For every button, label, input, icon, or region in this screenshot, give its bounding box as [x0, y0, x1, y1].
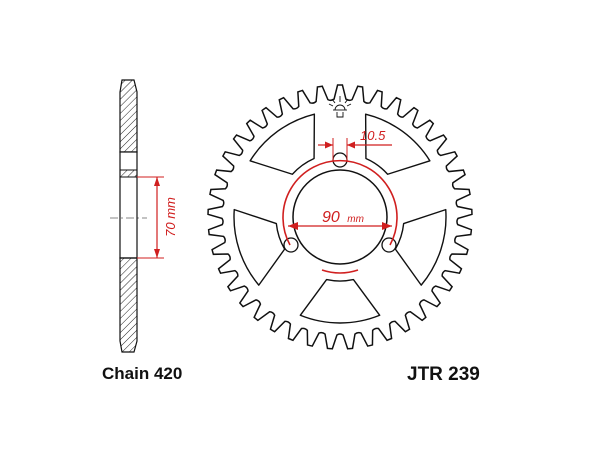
profile-hub-upper-band: [119, 169, 138, 178]
cutout-window-5: [233, 208, 286, 286]
cutout-window-1: [249, 113, 316, 175]
part-number-label: JTR 239: [407, 364, 480, 385]
profile-bottom-section: [119, 257, 138, 353]
profile-top-section: [119, 79, 138, 153]
right-bolt-hole: [381, 237, 397, 253]
lightening-cutouts: [233, 113, 447, 324]
hub-offset-label: 70 mm: [163, 197, 178, 237]
bolt-circle-label: 90 mm: [322, 209, 364, 226]
cutout-window-4: [299, 278, 381, 324]
profile-hub-section: [119, 151, 138, 259]
left-bolt-hole: [283, 237, 299, 253]
hub-offset-dimension: 70 mm: [137, 176, 178, 259]
bolt-circle-value: 90: [322, 209, 340, 226]
bolt-circle-dimension: 90 mm: [282, 159, 398, 274]
bolt-hole-label: 10.5: [360, 128, 386, 143]
bolt-circle-unit: mm: [347, 214, 364, 225]
alignment-mark-icon: [328, 96, 352, 118]
bolt-hole-dimension: 10.5: [318, 128, 392, 162]
cutout-window-2: [364, 113, 431, 175]
side-profile-view: [110, 79, 147, 353]
chain-label: Chain 420: [102, 364, 183, 383]
cutout-window-3: [394, 208, 447, 286]
